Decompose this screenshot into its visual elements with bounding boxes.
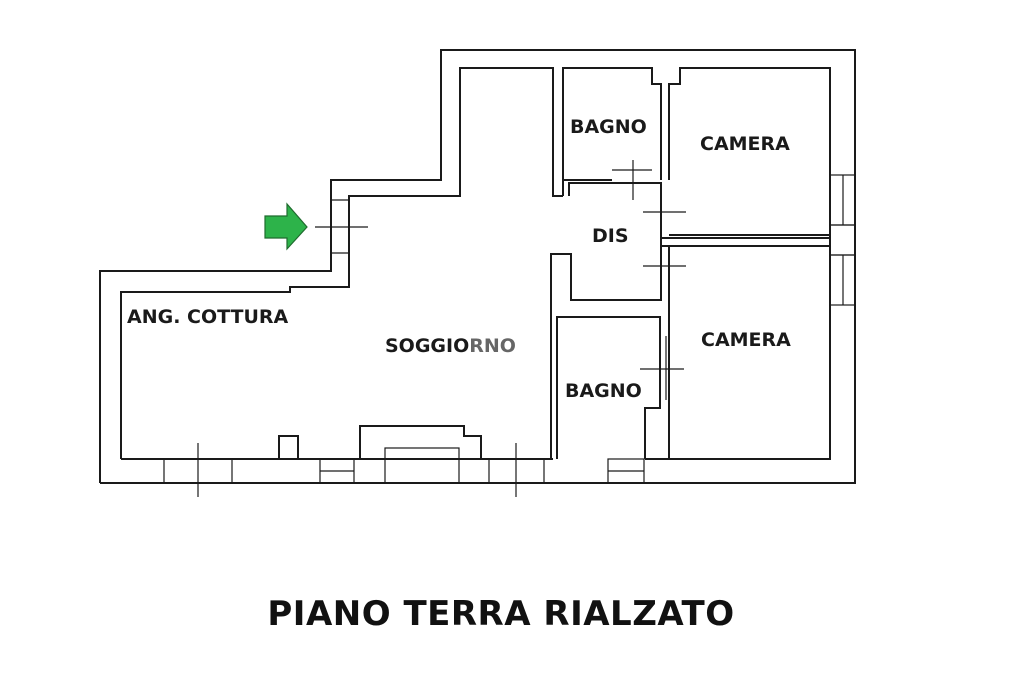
label-soggiorno: SOGGIORNO: [385, 335, 516, 357]
label-bagno-top: BAGNO: [570, 116, 647, 138]
entrance-arrow-icon: [264, 202, 308, 251]
label-soggiorno-part2: RNO: [469, 335, 516, 357]
bagno-top-walls: [562, 67, 662, 200]
entrance-door: [315, 196, 368, 271]
label-bagno-bottom: BAGNO: [565, 380, 642, 402]
label-camera-bottom: CAMERA: [701, 329, 791, 351]
bagno-bottom-walls: [556, 316, 667, 459]
outer-walls: [99, 49, 856, 484]
label-camera-top: CAMERA: [700, 133, 790, 155]
dis-walls: [550, 182, 830, 459]
windows-right: [829, 174, 856, 306]
camera-bottom-walls: [640, 246, 830, 460]
label-dis: DIS: [592, 225, 629, 247]
label-ang-cottura: ANG. COTTURA: [127, 306, 289, 328]
label-soggiorno-part1: SOGGIO: [385, 335, 469, 357]
windows-bottom: [163, 425, 645, 497]
plan-title: PIANO TERRA RIALZATO: [267, 594, 735, 634]
